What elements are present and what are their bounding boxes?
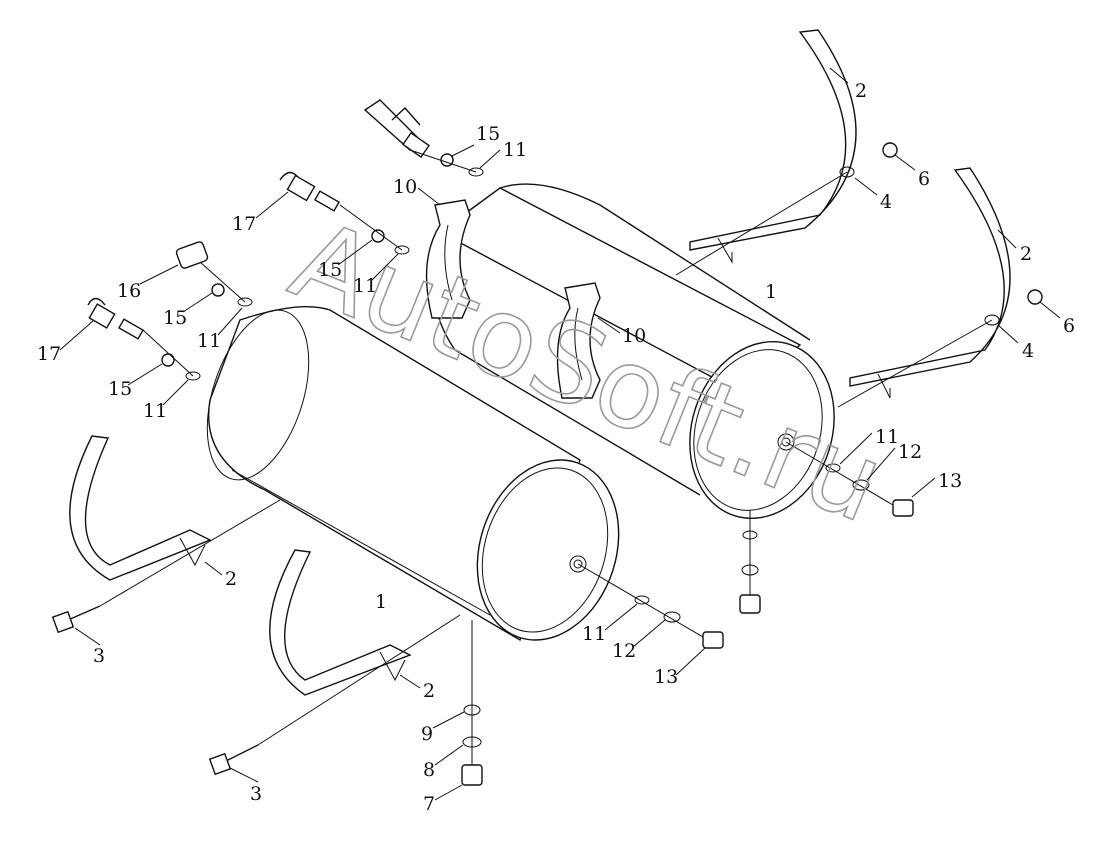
label-15-a: 15	[476, 123, 500, 145]
support-bracket-right	[556, 282, 601, 399]
label-13-b: 13	[654, 666, 678, 688]
label-3-b: 3	[250, 783, 262, 805]
label-4-b: 4	[1022, 340, 1034, 362]
mounting-strap-top-1	[689, 29, 857, 264]
label-11-a: 11	[503, 139, 527, 161]
label-12-b: 12	[612, 640, 636, 662]
label-leaders	[59, 67, 1061, 801]
label-15-d: 15	[108, 378, 132, 400]
label-15-b: 15	[318, 259, 342, 281]
label-4-a: 4	[880, 191, 892, 213]
label-11-d: 11	[143, 400, 167, 422]
label-1-front: 1	[375, 591, 387, 613]
label-9: 9	[421, 723, 433, 745]
label-11-f: 11	[582, 623, 606, 645]
label-17-a: 17	[232, 213, 256, 235]
label-17-b: 17	[37, 343, 61, 365]
label-11-e: 11	[875, 426, 899, 448]
callout-labels: 1 1 2 2 2 2 3 3 4 4 6 6 7 8 9 10 10 11 1…	[37, 80, 1075, 815]
label-2-top-2: 2	[1020, 243, 1032, 265]
rear-air-tank	[432, 183, 835, 519]
label-10-left: 10	[393, 176, 417, 198]
label-8: 8	[423, 759, 435, 781]
label-3-a: 3	[93, 645, 105, 667]
drain-plugs-seals	[461, 463, 914, 786]
label-6-b: 6	[1063, 315, 1075, 337]
label-7: 7	[423, 793, 435, 815]
mounting-strap-top-2	[849, 167, 1011, 399]
label-12-a: 12	[898, 441, 922, 463]
label-10-right: 10	[622, 325, 646, 347]
mounting-strap-bottom-2	[269, 549, 412, 696]
label-1-rear: 1	[765, 281, 777, 303]
support-bracket-left	[425, 199, 471, 319]
front-air-tank	[206, 306, 620, 642]
label-2-bottom-1: 2	[225, 568, 237, 590]
mounting-strap-bottom-1	[69, 435, 212, 581]
label-11-b: 11	[353, 275, 377, 297]
label-2-bottom-2: 2	[423, 680, 435, 702]
fittings-assembly	[87, 99, 484, 381]
axis-lines	[99, 149, 993, 765]
label-15-c: 15	[163, 307, 187, 329]
washers-nuts	[839, 142, 1043, 326]
label-11-c: 11	[197, 330, 221, 352]
label-6-a: 6	[918, 168, 930, 190]
bolts	[51, 605, 259, 776]
label-2-top-1: 2	[855, 80, 867, 102]
label-13-a: 13	[938, 470, 962, 492]
label-16: 16	[117, 280, 141, 302]
